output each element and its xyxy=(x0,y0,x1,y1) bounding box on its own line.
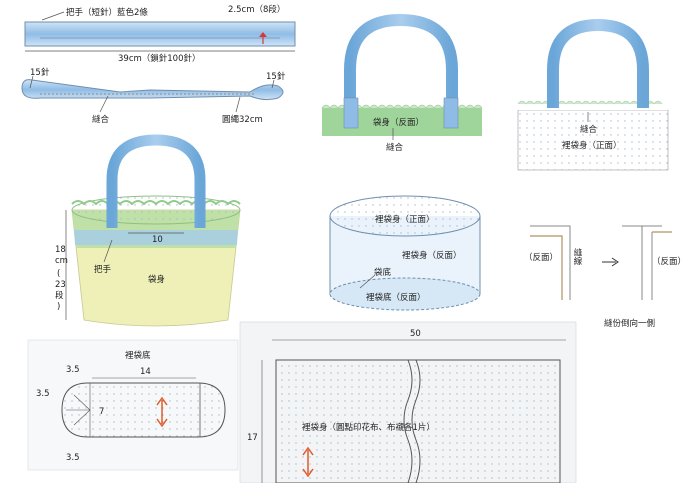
right-arrow-icon xyxy=(611,257,619,267)
attach-outer-step: 袋身（反面） 縫合 xyxy=(321,13,483,153)
bag-height-18: 18 xyxy=(55,245,66,255)
handle-sewn: 15針 15針 縫合 圓繩32cm xyxy=(21,67,286,125)
bag-handle-label: 把手 xyxy=(94,264,112,275)
bag-height-paren-close: ) xyxy=(57,302,60,312)
handle-strip-width-label: 39cm（鎖針100針） xyxy=(118,53,201,64)
outer-seam-label: 縫合 xyxy=(386,142,404,153)
seam-line-label: 縫線 xyxy=(572,247,582,265)
cylinder-lining-back: 裡袋身（反面） xyxy=(402,250,462,261)
handle-right-stitches: 15針 xyxy=(266,71,286,82)
bag-height-23: 23 xyxy=(55,280,66,290)
bottom-radius-bottom: 3.5 xyxy=(66,453,80,463)
bottom-piece-title: 裡袋底 xyxy=(125,350,151,361)
lining-cylinder: 裡袋身（正面） 裡袋身（反面） 袋底 裡袋底（反面） xyxy=(329,195,481,311)
red-arrow-icon xyxy=(259,32,267,37)
body-piece-height: 17 xyxy=(247,433,258,443)
body-piece-label: 裡袋身（圓點印花布、布襯各1片） xyxy=(302,422,435,433)
lining-seam-label: 縫合 xyxy=(580,124,598,135)
bottom-radius-top: 3.5 xyxy=(66,365,80,375)
seam-detail: （反面） 縫線 （反面） 縫份倒向一側 xyxy=(524,225,686,329)
seam-note: 縫份倒向一側 xyxy=(604,318,655,329)
grain-arrow-icon xyxy=(302,446,314,478)
bottom-piece-panel: 裡袋底 14 3.5 3.5 3.5 7 xyxy=(27,339,239,471)
handle-cord-label: 圓繩32cm xyxy=(222,114,263,125)
cylinder-lining-bottom-back: 裡袋底（反面） xyxy=(366,292,426,303)
attach-lining-step: 縫合 裡袋身（正面） xyxy=(517,18,669,171)
finished-bag: 10 把手 袋身 18 cm ( 23 段 ) xyxy=(55,134,241,327)
cylinder-bottom-label: 袋底 xyxy=(374,267,392,278)
handle-seam-label: 縫合 xyxy=(92,114,110,125)
body-piece-width: 50 xyxy=(410,329,421,339)
bottom-piece-width: 14 xyxy=(140,367,151,377)
bag-height-rows: 段 xyxy=(55,290,64,301)
bag-gap-label: 10 xyxy=(152,235,163,245)
handle-strip: 把手（短針）藍色2條 2.5cm（8段） 39cm（鎖針100針） xyxy=(24,4,296,64)
bag-height-cm: cm xyxy=(55,256,68,266)
handle-left-stitches: 15針 xyxy=(30,67,50,78)
handle-strip-label: 把手（短針）藍色2條 xyxy=(66,7,148,18)
body-piece-panel: 50 17 裡袋身（圓點印花布、布襯各1片） xyxy=(239,321,577,483)
seam-back-left: （反面） xyxy=(524,252,558,263)
bag-height-paren-open: ( xyxy=(57,269,60,279)
seam-back-right: （反面） xyxy=(652,256,686,267)
handle-strip-height-label: 2.5cm（8段） xyxy=(228,4,285,15)
grain-arrow-icon xyxy=(156,396,168,428)
bottom-radius-left: 3.5 xyxy=(36,389,50,399)
cylinder-lining-front: 裡袋身（正面） xyxy=(375,214,435,225)
lining-front-label: 裡袋身（正面） xyxy=(562,140,622,151)
bag-body-label: 袋身 xyxy=(148,274,165,285)
outer-body-label: 袋身（反面） xyxy=(373,117,424,128)
bottom-inner-height: 7 xyxy=(99,407,104,417)
